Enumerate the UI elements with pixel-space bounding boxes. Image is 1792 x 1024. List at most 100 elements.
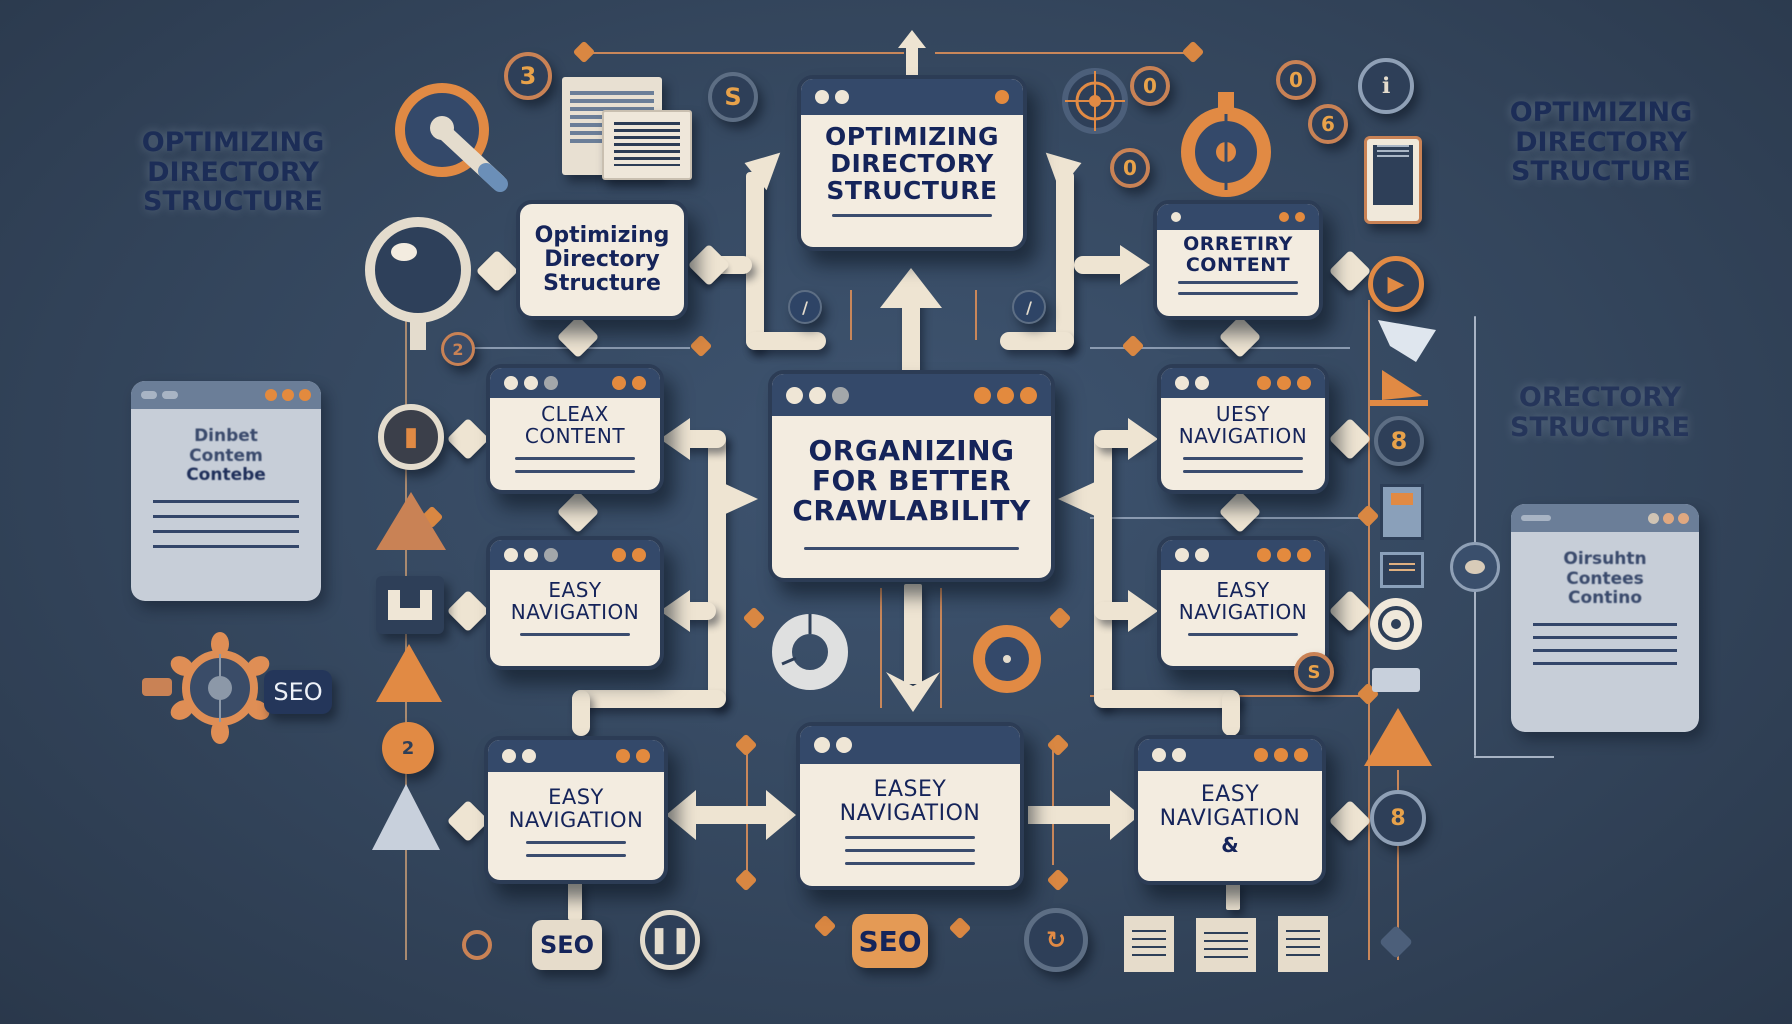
connector-path [572,690,590,736]
orange-node [462,930,492,960]
side-left-card-line-3: Contebe [186,465,266,486]
side-right-node [1450,542,1500,592]
arrow-right-icon [1120,245,1150,285]
arrow-right-icon [1128,590,1158,632]
node-bottom-right: Easy Navigation& [1134,735,1326,885]
arrow-tip [446,417,490,461]
connector-line [880,588,882,708]
arrow-tip [1218,315,1262,359]
side-left-card: Dinbet Contem Contebe [131,381,321,601]
side-left-card-line-2: Contem [189,445,263,466]
connector-line [1368,300,1370,960]
triangle-light-icon [372,784,440,850]
tag-icon [1372,668,1420,692]
node-diamond [734,868,758,892]
arrow-tip [556,490,600,534]
number-badge: 0 [1130,66,1170,106]
center-node-label: Organizing for Better Crawlability [792,434,1031,528]
node-diamond [1048,606,1072,630]
arrow-right-icon [1028,790,1140,840]
number-badge: 0 [1276,60,1316,100]
arrow-tip [1328,589,1372,633]
folder-icon [1380,484,1424,540]
node-label: Optimizing Directory Structure [534,222,670,297]
connector-path [746,172,764,350]
number-badge: S [1294,652,1334,692]
number-badge: 6 [1308,104,1348,144]
node-mid-right-2: Easy Navigation [1157,536,1329,670]
side-right-title: Optimizing Directory Structure [1509,97,1693,188]
connector-line [1397,770,1399,960]
node-label: Orretiry Content [1183,233,1293,276]
triangle-orange-icon [1364,708,1432,766]
node-top-right: Orretiry Content [1153,200,1323,320]
tablet-icon [1364,136,1422,224]
donut-chart-icon [772,614,848,690]
target-icon [1062,68,1128,134]
node-label: Easy Navigation [510,578,640,624]
node-diamond [948,916,972,940]
dial-badge: / [788,290,822,324]
connector-line [940,588,942,708]
connector-path [902,296,920,374]
connector-path [1222,690,1240,736]
arrow-right-icon [708,476,758,522]
node-label: Easy Navigation [1178,578,1308,624]
bottom-seo-tag-2: SEO [852,914,928,968]
lock-badge: 8 [1370,790,1426,846]
arrow-right-icon [1128,418,1158,460]
record-icon [1370,598,1422,650]
arrow-down-icon [886,672,940,712]
node-diamond [1356,504,1380,528]
arrow-tip [1328,799,1372,843]
node-mid-right-1: Uesy Navigation [1157,364,1329,494]
flag-orange-icon [1370,370,1428,406]
node-diamond [734,733,758,757]
node-center: Organizing for Better Crawlability [768,370,1055,582]
side-right-card: Oirsuhtn Contees Contino [1511,504,1699,732]
document-icon [602,110,692,180]
connector-path [1094,432,1112,707]
arrow-tip [1328,417,1372,461]
connector-path [708,432,726,707]
doc-thumb [1196,918,1256,972]
node-label: Cleax Content [524,402,626,448]
connector-line [584,52,904,54]
side-right-hline [1474,756,1554,758]
side-left-seo-tag: SEO [264,670,332,714]
node-sublabel: & [1221,832,1239,857]
side-right-subtitle: Orectory Structure [1510,382,1690,443]
doc-thumb [1124,916,1174,972]
side-left-card-line-1: Dinbet [194,426,258,446]
document-badge: ▮ [378,404,444,470]
side-left-title: Optimizing Directory Structure [141,127,325,218]
arrow-up-icon [880,268,942,308]
inbox-icon [376,576,444,634]
node-diamond [1181,40,1205,64]
connector-line [975,290,977,340]
gear-icon [142,632,270,744]
arrow-left-icon [660,590,690,632]
side-right-card-line-2: Contees [1566,568,1644,589]
node-top-center: Optimizing Directory Structure [797,75,1027,251]
flag-icon [1378,320,1436,362]
small-node [1379,925,1413,959]
arrow-up-icon [898,30,926,80]
doc-thumb [1278,916,1328,972]
arrow-tip [446,799,490,843]
connector-path [1056,172,1074,350]
connector-path [1094,690,1240,708]
side-right-card-line-1: Oirsuhtn [1563,549,1647,569]
connector-path [904,584,922,684]
warning-triangle-icon [376,492,446,550]
arrow-head-icon [1045,152,1082,191]
settings-hub-icon [1181,92,1271,197]
node-label: Uesy Navigation [1178,402,1308,448]
node-label: Easy Navigation [1159,782,1301,831]
arrow-tip [1218,490,1262,534]
connector-line [1052,745,1054,865]
node-label: Optimizing Directory Structure [825,122,999,205]
connector-line [1090,347,1350,349]
dial-badge: / [1012,290,1046,324]
connector-line [850,290,852,340]
